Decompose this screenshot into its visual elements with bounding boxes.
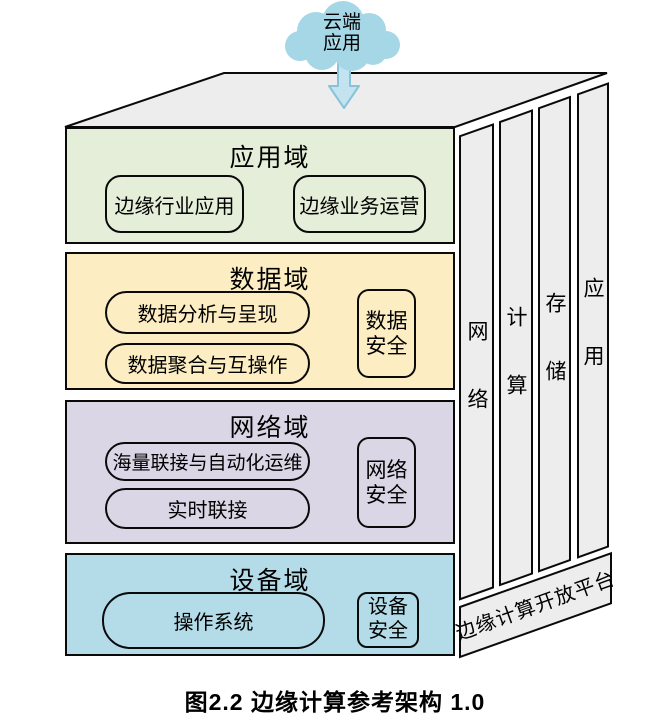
figure-caption: 图2.2 边缘计算参考架构 1.0 [184, 689, 486, 715]
layer-title-data: 数据域 [229, 267, 311, 294]
cloud-icon [285, 1, 400, 71]
layer-title-device: 设备域 [229, 568, 311, 595]
box-edge-industry-application: 边缘行业应用 [105, 175, 244, 233]
box-edge-business-operation: 边缘业务运营 [293, 175, 426, 233]
layer-title-application: 应用域 [229, 145, 311, 172]
layer-data-domain: 数据域 数据分析与呈现 数据聚合与互操作 数据安全 [65, 252, 455, 390]
pill-data-analysis-presentation: 数据分析与呈现 [105, 291, 310, 334]
side-column-panel-network [459, 123, 494, 601]
cloud-label: 云端 应用 [323, 12, 361, 54]
side-column-panel-application [577, 82, 609, 559]
cloud-label-line1: 云端 [322, 12, 362, 33]
box-data-security: 数据安全 [357, 289, 416, 378]
box-network-security: 网络安全 [357, 437, 416, 528]
cloud-label-line2: 应用 [322, 33, 362, 54]
box-device-security: 设备安全 [357, 592, 419, 648]
pill-realtime-connection: 实时联接 [105, 488, 310, 529]
layer-title-network: 网络域 [229, 415, 311, 442]
pill-data-aggregation-interoperation: 数据聚合与互操作 [105, 343, 310, 384]
side-column-label-computing: 计算 [504, 306, 528, 442]
side-column-label-network: 网络 [465, 320, 489, 456]
layer-application-domain: 应用域 边缘行业应用 边缘业务运营 [65, 127, 455, 244]
side-column-label-storage: 存储 [543, 292, 567, 428]
side-column-label-application: 应用 [581, 277, 605, 413]
pill-operating-system: 操作系统 [102, 592, 325, 649]
side-column-panel-storage [538, 95, 571, 573]
side-column-panel-computing [499, 109, 533, 587]
layer-network-domain: 网络域 海量联接与自动化运维 实时联接 网络安全 [65, 400, 455, 544]
platform-bar [459, 551, 612, 659]
pill-massive-connection-automated-om: 海量联接与自动化运维 [105, 442, 310, 481]
layer-device-domain: 设备域 操作系统 设备安全 [65, 553, 455, 656]
